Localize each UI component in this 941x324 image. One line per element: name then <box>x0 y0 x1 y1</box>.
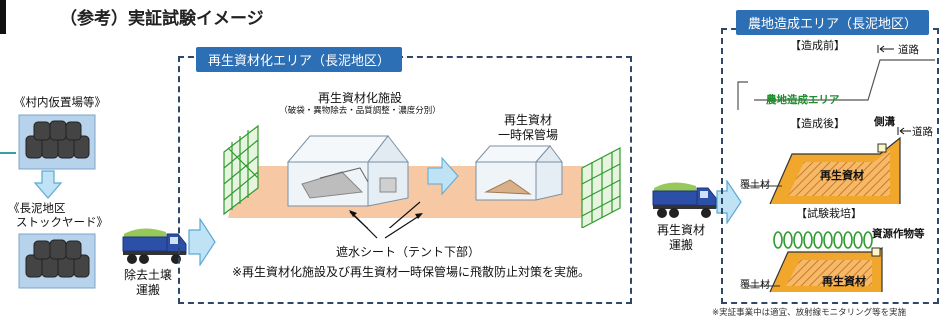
topsoil-label-2: 覆土材 <box>740 280 770 291</box>
left-fence <box>223 124 259 216</box>
road-arrow-1-icon <box>877 45 894 53</box>
right-arrow-left-icon <box>188 218 216 266</box>
recycled-transport-line2: 運搬 <box>668 238 693 252</box>
topsoil-label-1: 覆土材 <box>740 180 770 191</box>
monitoring-footnote: ※実証事業中は適宜、放射線モニタリング等を実施 <box>712 308 907 318</box>
bag-pile-bottom-icon <box>18 233 96 289</box>
facility-title: 再生資材化施設 <box>317 91 402 105</box>
trial-label: 【試験栽培】 <box>796 207 862 220</box>
after-label: 【造成後】 <box>790 117 845 130</box>
soil-transport-line2: 運搬 <box>135 283 160 297</box>
sheet-pointer-arrows <box>349 210 423 239</box>
stockyard-label-line1: 《長泥地区 <box>8 201 66 215</box>
before-label: 【造成前】 <box>790 39 845 52</box>
soil-transport-line1: 除去土壌 <box>123 268 172 282</box>
recycling-area-box <box>178 56 632 304</box>
down-arrow-icon <box>33 170 63 199</box>
left-edge-line <box>0 152 16 154</box>
before-terrain <box>737 59 935 110</box>
trial-cross-section <box>748 246 883 293</box>
storage-title-line1: 再生資材 <box>503 113 552 127</box>
recycled-transport-line1: 再生資材 <box>656 223 705 237</box>
road-arrow-2-icon <box>897 127 911 135</box>
right-fence <box>581 147 621 228</box>
stockyard-label-line2: ストックヤード》 <box>16 215 108 229</box>
recycling-note: ※再生資材化施設及び再生資材一時保管場に飛散防止対策を実施。 <box>232 265 591 279</box>
recycling-area-tag: 再生資材化エリア（長泥地区） <box>196 47 403 72</box>
storage-title-line2: 一時保管場 <box>497 128 558 142</box>
dump-truck-middle-icon <box>652 182 717 218</box>
left-edge-bar <box>0 0 6 34</box>
temp-storage-label: 《村内仮置場等》 <box>14 95 106 109</box>
sheet-label: 遮水シート（テント下部） <box>335 245 480 259</box>
page-title: （参考）実証試験イメージ <box>60 9 264 29</box>
crop-row-icon <box>773 231 873 249</box>
right-arrow-middle-icon <box>716 180 742 224</box>
recycled-material-label-1: 再生資材 <box>820 169 864 182</box>
storage-tent <box>474 145 563 201</box>
recycled-material-label-2: 再生資材 <box>822 275 866 288</box>
road-label-1: 道路 <box>898 44 919 56</box>
crops-label: 資源作物等 <box>872 228 925 240</box>
bag-pile-top-icon <box>18 114 96 170</box>
gutter-label: 側溝 <box>874 116 895 128</box>
facility-tent <box>286 135 410 207</box>
process-arrow <box>427 156 459 196</box>
facility-subtitle: （破袋・異物除去・品質調整・濃度分別） <box>279 106 441 116</box>
after-cross-section <box>748 136 901 205</box>
farmland-inner-label: 農地造成エリア <box>766 94 840 106</box>
farmland-area-tag: 農地造成エリア（長泥地区） <box>736 10 930 35</box>
recycling-site-illustration <box>223 124 621 228</box>
road-label-2: 道路 <box>912 126 933 138</box>
